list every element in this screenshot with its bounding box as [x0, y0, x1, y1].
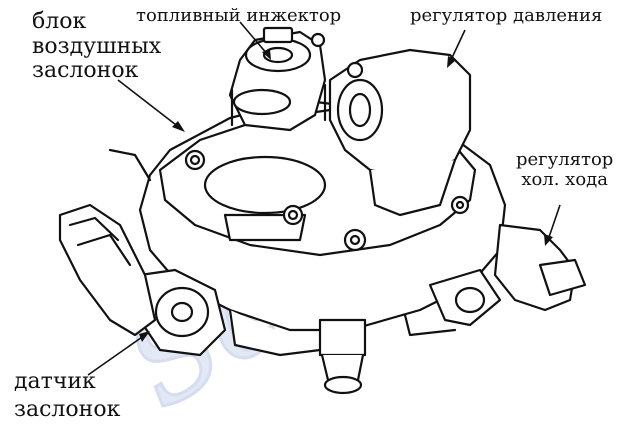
fuel-fitting: [318, 318, 367, 357]
label-line: воздушных: [32, 33, 162, 59]
label-line: блок: [32, 9, 87, 34]
throttle-bore: [203, 155, 327, 215]
bolts: [184, 32, 470, 252]
sensor-connector: [58, 203, 157, 337]
label-idle-regulator: регулятор хол. хода: [516, 149, 614, 191]
label-line: заслонок: [32, 58, 139, 84]
label-line: заслонок: [14, 396, 121, 422]
label-fuel-injector: топливный инжектор: [136, 5, 342, 26]
label-throttle-sensor: датчик заслонок: [14, 368, 120, 423]
label-line: хол. хода: [521, 169, 608, 191]
label-air-damper-block: блок воздушных заслонок: [32, 9, 162, 84]
label-pressure-regulator: регулятор давления: [410, 5, 603, 26]
label-line: регулятор: [516, 149, 614, 170]
label-line: датчик: [14, 369, 96, 394]
